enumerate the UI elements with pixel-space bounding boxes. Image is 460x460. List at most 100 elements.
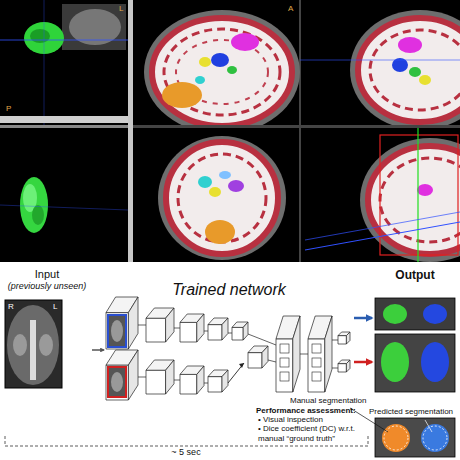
side-marker: R (8, 302, 14, 311)
software-screenshot (350, 10, 460, 125)
software-screenshot (358, 18, 460, 122)
input-scan (39, 334, 53, 356)
software-screenshot (299, 0, 301, 262)
network-layers (228, 333, 232, 334)
network-layers (338, 360, 350, 372)
software-screenshot (209, 187, 221, 197)
network-layers (138, 325, 146, 326)
network-layers (146, 360, 174, 394)
software-screenshot (398, 37, 422, 53)
software-screenshot (44, 0, 45, 125)
network-layers (276, 316, 300, 392)
network-layers (239, 363, 244, 368)
software-screenshot (20, 177, 48, 233)
network-layers (208, 370, 228, 392)
axis-letter: P (6, 104, 11, 113)
flow-arrow (92, 349, 104, 351)
assessment-item: • Visual inspection (258, 415, 323, 424)
software-screenshot (205, 220, 235, 244)
network-layers (338, 332, 350, 344)
software-screenshot (300, 10, 460, 125)
software-screenshot (0, 40, 128, 41)
software-screenshot (305, 212, 460, 240)
axis-letter: L (119, 4, 123, 13)
software-screenshot (231, 33, 259, 51)
software-screenshot (166, 142, 278, 254)
network-layers (300, 354, 308, 355)
network-layers (280, 372, 289, 381)
software-screenshot (380, 135, 458, 255)
output-scans (375, 334, 455, 392)
network-layers (174, 328, 180, 329)
software-screenshot (219, 171, 231, 179)
software-screenshot (32, 205, 44, 225)
software-screenshot (133, 125, 460, 128)
software-screenshot (162, 82, 202, 108)
flow-arrow (354, 317, 372, 320)
input-scan (7, 305, 59, 385)
network-layers (228, 363, 244, 383)
output-scans (381, 342, 409, 382)
software-screenshot (0, 125, 128, 128)
network-layers (108, 367, 126, 397)
node-heading: Output (395, 268, 434, 282)
network-layers (232, 322, 248, 340)
network-layers (268, 360, 276, 362)
input-panel: Input(previously unseen) (2, 266, 92, 390)
network-layers (332, 368, 338, 369)
network-layers (138, 377, 146, 378)
software-screenshot (30, 29, 50, 43)
network-layers (312, 372, 321, 381)
software-screenshot (199, 57, 211, 67)
network-layers (204, 383, 208, 384)
software-screenshot (211, 53, 229, 67)
output-scans (421, 342, 449, 382)
software-screenshot (368, 146, 460, 254)
axis-letter: A (288, 4, 293, 13)
software-screenshot (228, 180, 244, 192)
input-scan (5, 300, 62, 388)
software-screenshot (195, 76, 205, 84)
software-screenshot (300, 60, 460, 61)
software-screenshot (144, 10, 300, 125)
network-layers (248, 346, 268, 368)
network-layers (180, 314, 204, 342)
network-layers (248, 334, 276, 345)
software-screenshot (417, 128, 418, 262)
output-scans (375, 298, 455, 330)
software-screenshot (158, 136, 286, 260)
side-marker: L (53, 302, 57, 311)
leader-line (425, 420, 432, 432)
output-scans (375, 298, 455, 457)
node-heading: Trained network (172, 280, 286, 299)
software-screenshot (0, 0, 460, 262)
network-layers (312, 344, 321, 353)
network-layers (106, 297, 138, 349)
network-layers (312, 358, 321, 367)
network-layers (106, 350, 138, 400)
input-scan (13, 334, 27, 356)
software-screenshot (198, 176, 212, 188)
software-screenshot (0, 116, 128, 123)
network-layers (280, 358, 289, 367)
software-screenshot (158, 136, 286, 260)
output-scans (382, 424, 410, 452)
network-layers (208, 318, 228, 340)
input-scan (5, 300, 62, 388)
network-layers (280, 344, 289, 353)
output-scans (423, 426, 447, 450)
network-layers (332, 340, 338, 341)
software-screenshot (370, 30, 460, 110)
software-screenshot (360, 138, 460, 262)
output-scans (384, 426, 408, 450)
output-scans (375, 418, 455, 457)
software-screenshot (0, 205, 128, 210)
software-screenshot (227, 66, 237, 74)
output-scans (383, 304, 407, 324)
software-screenshot (305, 128, 460, 262)
software-screenshot (419, 75, 431, 85)
callout-text: Manual segmentation (290, 396, 367, 405)
